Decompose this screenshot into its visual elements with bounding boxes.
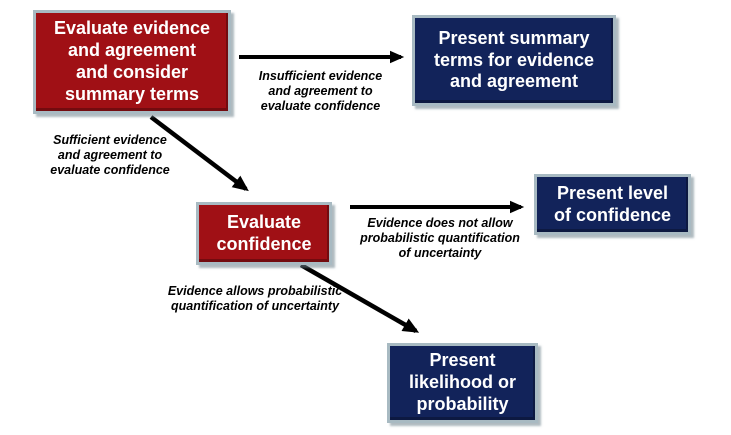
box-present-level-of-confidence: Present level of confidence bbox=[534, 174, 691, 235]
box-evaluate-confidence: Evaluate confidence bbox=[196, 202, 332, 265]
arrow-label-sufficient-evidence: Sufficient evidence and agreement to eva… bbox=[50, 133, 170, 177]
box-present-likelihood: Present likelihood or probability bbox=[387, 343, 538, 423]
arrow-label-probabilistic-quant: Evidence allows probabilistic quantifica… bbox=[167, 284, 343, 313]
arrow-label-no-probabilistic-quant: Evidence does not allow probabilistic qu… bbox=[360, 216, 520, 260]
box-evaluate-evidence-agreement: Evaluate evidence and agreement and cons… bbox=[33, 10, 231, 114]
arrow-label-insufficient-evidence: Insufficient evidence and agreement to e… bbox=[258, 69, 383, 113]
box-present-summary-terms: Present summary terms for evidence and a… bbox=[412, 15, 616, 106]
